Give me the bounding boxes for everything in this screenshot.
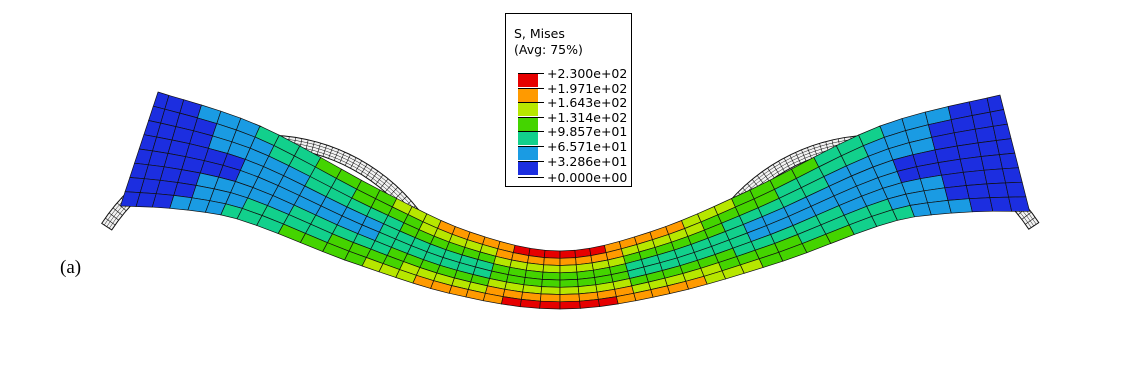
- legend-row: +1.643e+02: [518, 96, 630, 117]
- beam-element: [1008, 196, 1031, 212]
- legend-value: +6.571e+01: [547, 139, 628, 154]
- legend-tick: [538, 146, 544, 147]
- beam-element: [559, 300, 581, 310]
- legend-swatch: [518, 102, 538, 117]
- beam-element: [992, 123, 1012, 141]
- beam-element: [941, 171, 967, 189]
- legend-value: +2.300e+02: [547, 66, 628, 81]
- beam-element: [986, 182, 1010, 198]
- beam-element: [543, 257, 561, 266]
- legend-bottom-value: +0.000e+00: [547, 170, 628, 185]
- beam-element: [559, 286, 580, 295]
- beam-element: [539, 300, 561, 310]
- legend-swatch: [518, 131, 538, 146]
- beam-element: [968, 197, 994, 213]
- bent-beam-contour: [119, 91, 1031, 310]
- beam-element: [965, 183, 991, 200]
- beam-element: [541, 279, 561, 288]
- legend-tick: [538, 116, 544, 118]
- legend-swatch: [518, 146, 538, 160]
- beam-element: [559, 279, 579, 288]
- legend-value: +9.857e+01: [547, 124, 628, 140]
- beam-element: [974, 125, 997, 144]
- legend-swatch: [518, 87, 538, 102]
- legend-value: +1.643e+02: [547, 95, 628, 111]
- legend-row: +3.286e+01: [518, 155, 630, 175]
- beam-element: [559, 293, 580, 303]
- beam-element: [986, 94, 1005, 113]
- beam-element: [995, 138, 1016, 155]
- legend-tick: [538, 87, 544, 89]
- beam-element: [541, 271, 561, 281]
- legend-bottom-tick: [518, 177, 544, 178]
- beam-element: [542, 264, 561, 274]
- beam-element: [962, 169, 988, 186]
- beam-element: [559, 264, 578, 274]
- legend-row: +1.971e+02: [518, 82, 630, 102]
- beam-element: [579, 299, 601, 309]
- legend-subtitle: (Avg: 75%): [514, 42, 583, 57]
- beam-element: [540, 293, 561, 303]
- beam-element: [947, 198, 973, 214]
- legend-title: S, Mises: [514, 26, 565, 41]
- beam-element: [559, 257, 577, 266]
- legend-value: +1.971e+02: [547, 80, 628, 96]
- legend-tick: [538, 131, 544, 133]
- legend-tick: [538, 102, 544, 104]
- beam-element: [998, 152, 1019, 170]
- beam-element: [980, 154, 1003, 171]
- legend-row: +6.571e+01: [518, 140, 630, 160]
- beam-element: [519, 299, 541, 309]
- beam-element: [959, 156, 985, 173]
- beam-element: [559, 271, 578, 281]
- legend-row: +2.300e+02: [518, 67, 630, 87]
- legend-swatch: [518, 116, 538, 131]
- legend-tick: [538, 160, 544, 162]
- beam-element: [989, 109, 1008, 127]
- beam-element: [983, 168, 1007, 185]
- beam-element: [977, 140, 1000, 157]
- legend-row: +1.314e+02: [518, 111, 630, 131]
- beam-element: [1005, 181, 1027, 198]
- legend-row: +9.857e+01: [518, 125, 630, 146]
- legend-swatch: [518, 160, 538, 175]
- beam-element: [540, 286, 561, 295]
- beam-element: [543, 249, 561, 259]
- panel-label: (a): [60, 257, 82, 278]
- beam-element: [989, 196, 1013, 212]
- beam-element: [559, 249, 576, 259]
- stress-legend: S, Mises (Avg: 75%) +2.300e+02+1.971e+02…: [505, 13, 632, 187]
- beam-element: [944, 185, 970, 201]
- legend-value: +1.314e+02: [547, 109, 628, 125]
- legend-value: +3.286e+01: [547, 153, 628, 169]
- legend-tick: [538, 73, 544, 74]
- beam-element: [1002, 167, 1023, 184]
- beam-element: [927, 200, 952, 216]
- legend-swatch: [518, 73, 538, 87]
